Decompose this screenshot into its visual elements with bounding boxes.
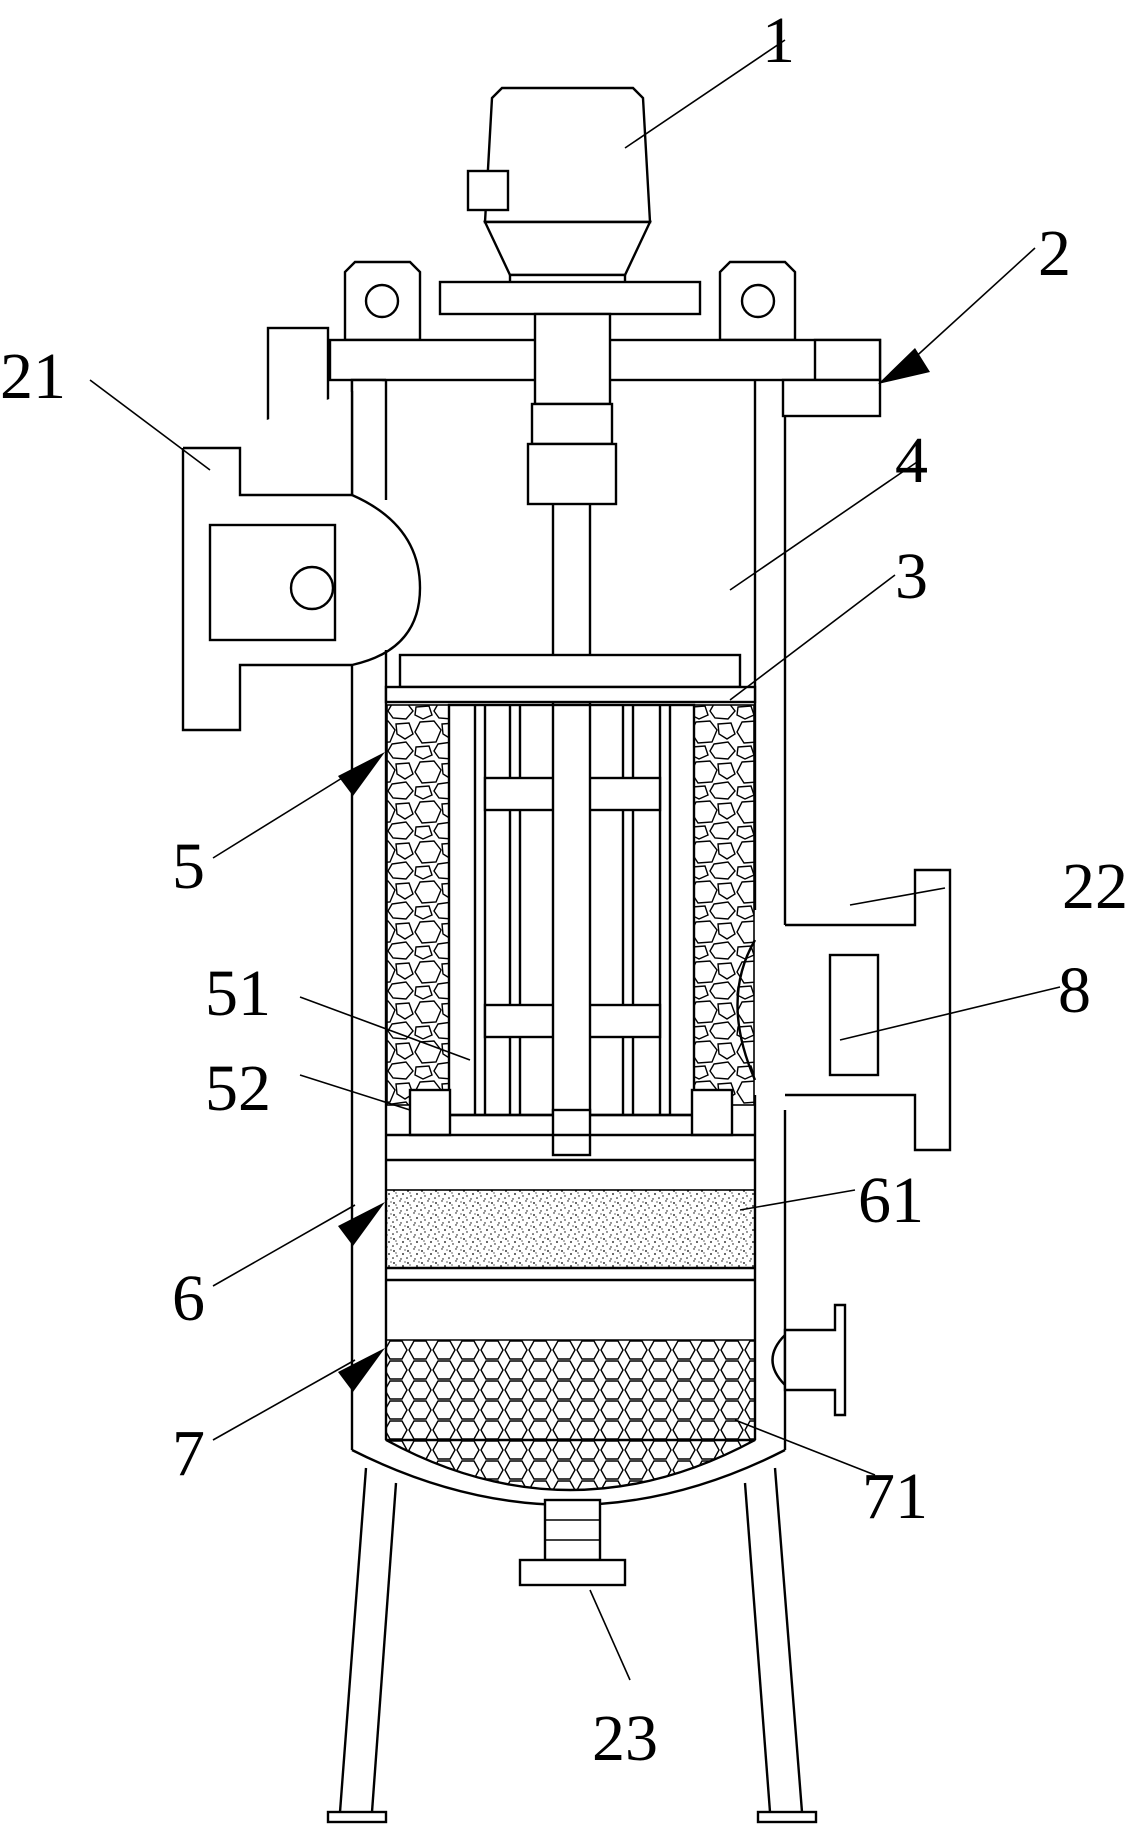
label-61: 61 [858,1164,924,1237]
label-22: 22 [1062,850,1128,923]
separator-plate [384,653,757,704]
hex-filter-layer [385,1339,756,1491]
support-blocks [386,1088,755,1157]
label-52: 52 [205,1052,271,1125]
arrow-2 [878,348,930,384]
arrow-6 [338,1202,385,1246]
label-2: 2 [1038,217,1071,290]
support-legs [326,1467,818,1824]
outlet-flange [736,868,952,1152]
label-6: 6 [172,1262,205,1335]
inlet-flange [181,378,422,732]
drain-valve [518,1498,627,1587]
label-71: 71 [862,1460,928,1533]
arrow-markers [338,348,930,1392]
arrow-5 [338,752,385,796]
rotating-cage [447,703,696,1117]
sand-filter-layer [385,1158,756,1282]
label-7: 7 [172,1417,205,1490]
label-4: 4 [895,424,928,497]
label-23: 23 [592,1702,658,1775]
label-3: 3 [895,540,928,613]
label-51: 51 [205,957,271,1030]
labels: 1 2 21 4 3 5 22 8 51 52 61 6 7 71 23 [0,4,1128,1775]
label-8: 8 [1058,954,1091,1027]
label-5: 5 [172,830,205,903]
label-1: 1 [762,4,795,77]
leader-lines [89,39,1061,1681]
arrow-7 [338,1348,385,1392]
motor [466,86,652,286]
label-21: 21 [0,340,66,413]
side-port [771,1303,847,1417]
